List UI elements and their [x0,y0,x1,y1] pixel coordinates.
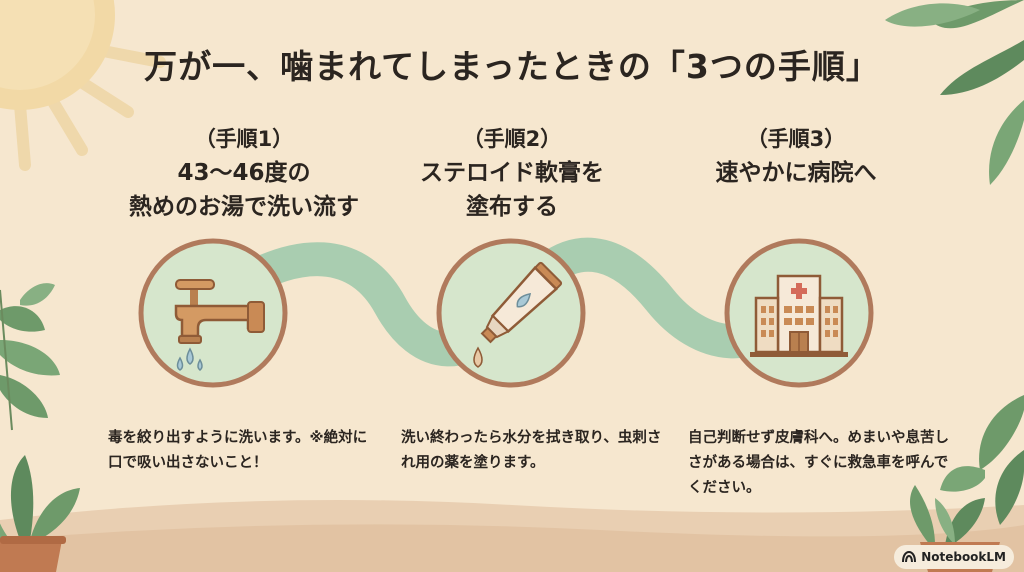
step-2-heading-line-2: 塗布する [466,194,558,220]
hospital-icon [724,238,874,388]
step-1-heading-line-1: 43～46度の [177,160,311,186]
step-3-icon-circle [722,236,876,390]
ointment-tube-icon [436,238,586,388]
leaf-decoration-top-right [885,0,1024,185]
notebooklm-badge: NotebookLM [894,545,1014,569]
step-2-header: （手順2） ステロイド軟膏を 塗布する [362,122,662,224]
step-1-heading-line-2: 熱めのお湯で洗い流す [129,194,359,220]
step-1-icon-circle [136,236,290,390]
step-3-number: （手順3） [746,127,846,151]
step-1-number: （手順1） [194,127,294,151]
step-2-icon-circle [434,236,588,390]
step-1-header: （手順1） 43～46度の 熱めのお湯で洗い流す [94,122,394,224]
faucet-icon [138,238,288,388]
step-3-header: （手順3） 速やかに病院へ [646,122,946,190]
plant-pot-bottom-left [0,455,80,572]
step-3-description: 自己判断せず皮膚科へ。めまいや息苦しさがある場合は、すぐに救急車を呼んでください… [688,430,949,496]
notebooklm-logo-icon [902,550,917,563]
step-3-heading-line-1: 速やかに病院へ [715,160,877,186]
step-2-heading-line-1: ステロイド軟膏を [420,160,604,186]
notebooklm-label: NotebookLM [921,550,1006,564]
step-2-description: 洗い終わったら水分を拭き取り、虫刺され用の薬を塗ります。 [401,430,662,471]
palm-decoration-left [0,283,60,431]
page-title: 万が一、噛まれてしまったときの「3つの手順」 [144,47,880,86]
sun-icon [0,0,166,171]
plant-decoration-right [940,395,1024,525]
step-1-description: 毒を絞り出すように洗います。※絶対に口で吸い出さないこと！ [108,430,368,471]
step-2-number: （手順2） [462,127,562,151]
ground-shade [0,524,1024,572]
